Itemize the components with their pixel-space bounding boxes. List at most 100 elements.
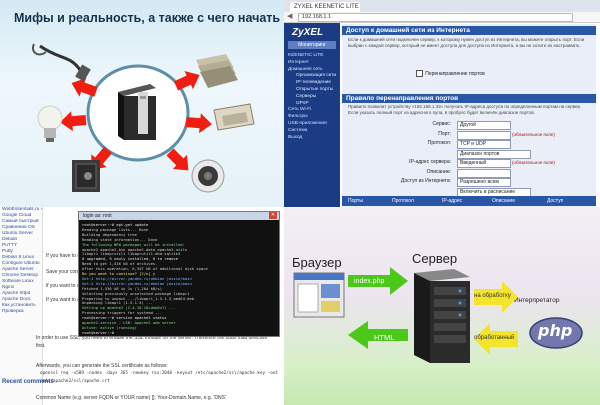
table-header-cell[interactable]: Протокол xyxy=(392,198,414,204)
table-header-cell[interactable]: IP-адрес xyxy=(442,198,463,204)
router-menu-item[interactable]: Организация сети xyxy=(296,73,337,79)
form-hint: (обязательное поле) xyxy=(512,131,555,137)
article-sidebar: WebEssentials.ru » QA ConfigGoogle Cloud… xyxy=(0,207,43,405)
forward-ports-checkbox[interactable] xyxy=(416,70,423,78)
form-field[interactable]: Другой xyxy=(457,121,511,130)
terminal-line: 0 upgraded, 9 newly installed, 0 to remo… xyxy=(82,256,179,262)
form-label: Доступ из Интернета: xyxy=(400,178,451,184)
response-label: HTML xyxy=(374,333,395,342)
back-icon[interactable]: ◀ xyxy=(287,13,293,20)
form-field[interactable]: Диапазон портов xyxy=(457,149,531,159)
form-row: Включить в расписание xyxy=(342,187,596,197)
sidebar-link[interactable]: Apache httpd xyxy=(2,291,31,296)
terminal-line: Do you want to continue? [Y/n] y xyxy=(82,271,156,276)
request-arrow xyxy=(348,267,408,295)
terminal-line: Building dependency tree xyxy=(82,231,137,237)
url-field[interactable]: 192.168.1.1 xyxy=(298,13,573,22)
arrow-to-bulb xyxy=(59,110,87,133)
terminal-line: After this operation, 6,347 kB of additi… xyxy=(82,266,208,272)
server-rack-icon xyxy=(414,269,470,363)
form-field[interactable]: Введенный xyxy=(457,159,511,168)
server-tower-icon xyxy=(118,84,156,140)
router-admin-window: ZYXEL KEENETIC LITE ◀ 192.168.1.1 ZyXEL … xyxy=(284,0,600,207)
to-processing-arrow xyxy=(474,281,518,313)
close-icon[interactable]: ✕ xyxy=(269,212,277,219)
table-header-cell[interactable]: Порты xyxy=(348,198,363,204)
terminal-line: root@server:~# apt-get update xyxy=(82,222,149,227)
form-row: Диапазон портов xyxy=(342,149,596,159)
form-row: Описание: xyxy=(342,168,596,178)
request-label: index.php xyxy=(354,278,385,285)
sidebar-link[interactable]: Ubuntu Server xyxy=(2,231,33,236)
sidebar-link[interactable]: WebEssentials.ru » QA Config xyxy=(2,207,42,212)
paper-money-icon xyxy=(213,103,255,131)
router-menu-item[interactable]: Сеть Wi-Fi xyxy=(288,107,312,113)
form-field[interactable] xyxy=(457,130,511,140)
form-field[interactable]: Разрешено всем xyxy=(457,178,511,187)
router-menu-item[interactable]: KEENETIC LITE xyxy=(288,53,324,58)
terminal-line: Setting up apache2 (2.4.10-10+deb8u7) ..… xyxy=(82,305,176,311)
router-menu-item[interactable]: Интернет xyxy=(288,59,309,65)
sidebar-link[interactable]: Google Cloud xyxy=(2,213,32,218)
form-row: Протокол: TCP и UDP xyxy=(342,139,596,149)
sidebar-link[interactable]: Nginx xyxy=(2,285,15,290)
article-line: If you have to modify xyxy=(46,253,93,259)
router-menu-item[interactable]: UPnP xyxy=(296,100,309,106)
router-menu-item[interactable]: Серверы xyxy=(296,93,317,99)
speaker-icon xyxy=(191,159,225,193)
terminal-line: root@server:~# service apache2 status xyxy=(82,315,167,321)
interpreter-label: Интерпретатор xyxy=(514,297,560,304)
router-menu-item[interactable]: USB-приложения xyxy=(288,120,327,126)
sidebar-link[interactable]: Самый быстрый xyxy=(2,219,39,224)
router-menu-item[interactable]: Фильтры xyxy=(288,114,308,120)
router-menu-item[interactable]: IP-телевидение xyxy=(296,80,331,86)
sidebar-link[interactable]: Debian 8 Linux xyxy=(2,255,35,260)
php-logo-text: php xyxy=(538,321,573,340)
terminal-line: Fetched 1,536 kB in 1s (1,204 kB/s) xyxy=(82,285,163,291)
router-menu-item[interactable]: Система xyxy=(288,127,308,133)
form-label: Протокол: xyxy=(427,140,451,146)
router-menu-item[interactable]: Открытые порты xyxy=(296,86,334,92)
terminal-titlebar: login as: root xyxy=(79,212,279,220)
article-line: first. xyxy=(36,343,46,349)
form-label: IP-адрес сервера: xyxy=(409,159,451,165)
article-line: In order to use SSL, you need to enable … xyxy=(36,335,268,341)
section-description-access: Если к домашней сети подключен сервер, к… xyxy=(348,37,585,48)
table-header-cell[interactable]: Описание xyxy=(492,198,516,204)
form-field[interactable] xyxy=(457,168,511,178)
slide-arrow-diagram xyxy=(32,43,255,193)
form-row: IP-адрес сервера:Введенный(обязательное … xyxy=(342,158,596,168)
response-arrow xyxy=(348,321,408,349)
sidebar-link[interactable]: Сравнение OS xyxy=(2,225,35,230)
sidebar-link[interactable]: Software Linux xyxy=(2,279,34,284)
section-description-rule: Правило позволит устройству «192.168.1.3… xyxy=(348,104,582,115)
browser-address-bar: ◀ 192.168.1.1 xyxy=(284,12,600,23)
browser-label: Браузер xyxy=(292,255,342,270)
form-field[interactable]: TCP и UDP xyxy=(457,140,511,149)
sidebar-link[interactable]: Putty xyxy=(2,249,13,254)
sidebar-link[interactable]: Chrome Desktop xyxy=(2,273,38,278)
form-label: Сервис: xyxy=(432,121,451,127)
sidebar-link[interactable]: Debian xyxy=(2,237,18,242)
terminal-line: Preparing to unpack .../libapr1_1.5.1-3_… xyxy=(82,295,195,301)
php-flow-svg xyxy=(293,267,583,363)
sidebar-link[interactable]: Как установить xyxy=(2,303,36,308)
terminal-line: Need to get 1,536 kB of archives. xyxy=(82,261,158,267)
sidebar-link[interactable]: Apache Docs xyxy=(2,297,31,302)
terminal-screenshot: WebEssentials.ru » QA ConfigGoogle Cloud… xyxy=(0,207,284,405)
forward-ports-row: Перенаправление портов xyxy=(416,69,485,78)
router-menu-item[interactable]: Выход xyxy=(288,134,303,140)
sidebar-link[interactable]: PuTTY xyxy=(2,243,17,248)
form-label: Описание: xyxy=(426,168,451,175)
table-header-cell[interactable]: Доступ xyxy=(547,198,564,204)
browser-tab[interactable]: ZYXEL KEENETIC LITE xyxy=(290,2,360,12)
sidebar-link[interactable]: Configure Ubuntu xyxy=(2,261,40,266)
terminal-line: apache2 apache2-bin apache2-data apache2… xyxy=(82,246,188,252)
sidebar-link[interactable]: Проверка xyxy=(2,309,24,314)
sidebar-link[interactable]: Apache Server xyxy=(2,267,34,272)
terminal-line: Active: active (running) xyxy=(82,324,137,330)
monitoring-badge[interactable]: Мониторинг xyxy=(288,41,336,49)
ssh-terminal[interactable]: login as: root ✕ root@server:~# apt-get … xyxy=(78,211,280,337)
router-menu-item[interactable]: Домашняя сеть xyxy=(288,66,323,72)
